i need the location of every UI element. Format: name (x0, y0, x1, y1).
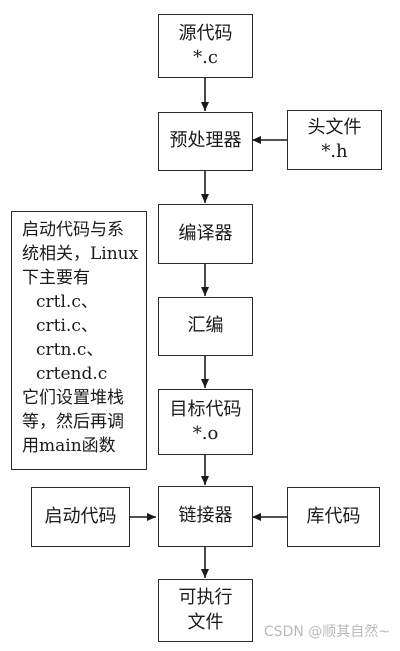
linker-node: 链接器 (158, 486, 253, 547)
note-line: crti.c、 (36, 316, 98, 336)
object-code-ext: *.o (192, 423, 219, 444)
assembler-label: 汇编 (187, 315, 224, 337)
object-code-label: 目标代码 (169, 398, 242, 420)
note-line: 等，然后再调 (22, 412, 124, 432)
header-file-node: 头文件 *.h (287, 110, 382, 170)
source-code-ext: *.c (193, 47, 218, 68)
compiler-label: 编译器 (178, 222, 233, 244)
preprocessor-node: 预处理器 (158, 112, 253, 171)
note-line: 统相关，Linux (22, 244, 139, 264)
assembler-node: 汇编 (158, 297, 253, 356)
note-line: 启动代码与系 (22, 220, 124, 240)
library-code-label: 库代码 (306, 505, 361, 527)
startup-code-label: 启动代码 (44, 505, 117, 527)
note-line: crtn.c、 (36, 340, 104, 360)
object-code-node: 目标代码 *.o (158, 389, 253, 455)
compiler-node: 编译器 (158, 204, 253, 264)
library-code-node: 库代码 (287, 487, 380, 547)
preprocessor-label: 预处理器 (169, 130, 242, 152)
watermark: CSDN @顺其自然~ (263, 624, 390, 640)
executable-label-line1: 可执行 (178, 587, 233, 609)
linker-label: 链接器 (178, 505, 233, 527)
source-code-node: 源代码 *.c (158, 14, 253, 78)
note-line: crtend.c (36, 364, 108, 384)
executable-label-line2: 文件 (187, 611, 224, 633)
note-line: 它们设置堆栈 (22, 388, 124, 408)
startup-code-note: 启动代码与系 统相关，Linux 下主要有 crtl.c、 crti.c、 cr… (11, 211, 147, 470)
source-code-label: 源代码 (178, 22, 233, 44)
note-line: 下主要有 (22, 268, 90, 288)
executable-node: 可执行 文件 (158, 579, 253, 642)
note-line: 用main函数 (22, 436, 116, 456)
startup-code-node: 启动代码 (31, 487, 130, 547)
header-file-ext: *.h (321, 141, 348, 162)
header-file-label: 头文件 (307, 116, 362, 138)
note-line: crtl.c、 (36, 292, 98, 312)
